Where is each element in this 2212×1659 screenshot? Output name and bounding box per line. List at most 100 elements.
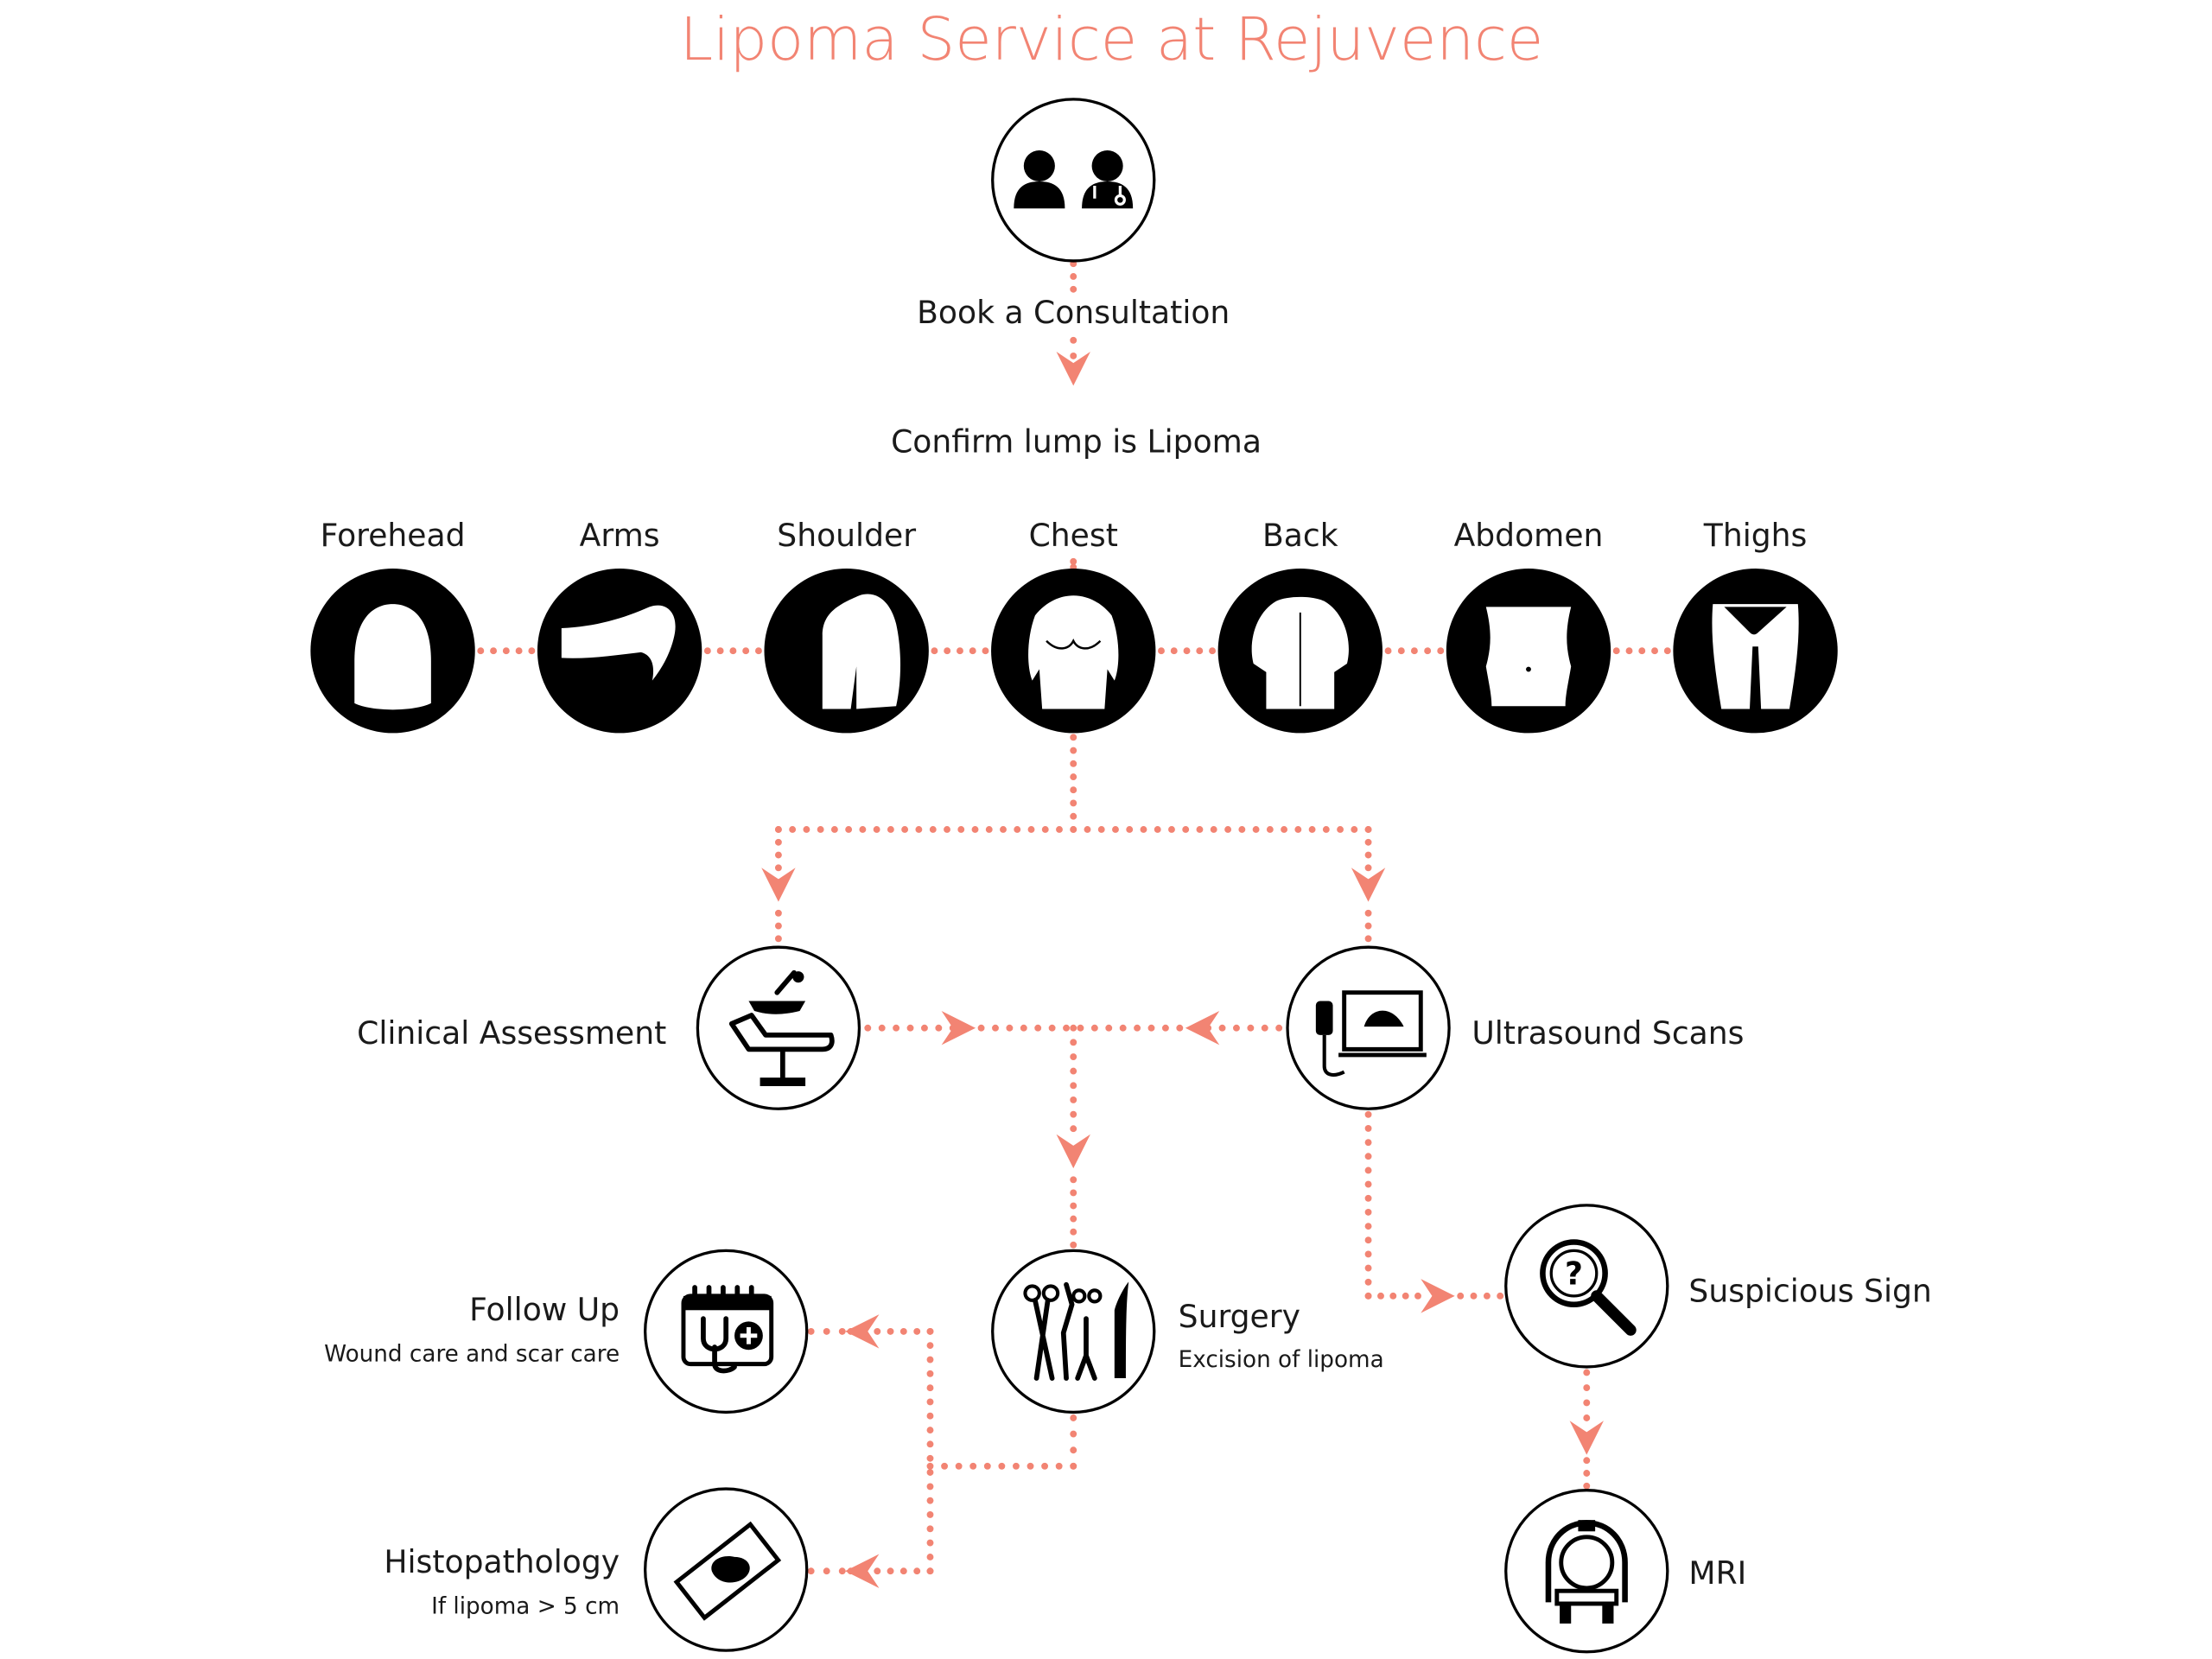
connector-dot [1663,647,1671,655]
surgical-instruments-icon [1023,1281,1129,1381]
connector-dot [1027,826,1035,833]
connector-dot [1364,1124,1372,1132]
connector-dot [515,647,523,655]
connector-dot [906,1024,914,1032]
connector-dot [1158,647,1165,655]
connector-dot [969,647,976,655]
connector-dot [1134,1024,1141,1032]
connector-dot [1070,760,1077,767]
connector-dot [1070,773,1077,781]
connector-dot [926,1469,934,1476]
connector-dot [1384,647,1392,655]
connector-dot [1070,336,1077,344]
connector-dot [1161,1024,1169,1032]
connector-dot [1651,647,1658,655]
connector-dot [944,826,950,833]
connector-dot [774,826,782,833]
forehead-icon [310,569,475,734]
arrowhead [1056,351,1090,386]
connector-dot [926,1398,934,1406]
connector-dot [1182,826,1190,833]
connector-dot [1364,1264,1372,1272]
patient-doctor-icon [1014,149,1134,209]
connector-dot [774,922,782,930]
connector-dot [878,1024,886,1032]
connector-dot [477,647,485,655]
connector-dot [926,1356,934,1363]
connector-dot [1070,1096,1077,1103]
connector-dot [1055,1462,1063,1470]
connector-dot [1070,352,1077,359]
connector-dot [926,1342,934,1350]
connector-dot [893,1024,900,1032]
connector-dot [1070,1039,1077,1046]
connector-dot [1070,812,1077,820]
connector-dot [899,1327,907,1335]
connector-dot [1364,1194,1372,1202]
connector-dot [985,826,993,833]
connector-dot [1176,1024,1184,1032]
connector-dot [1583,1414,1591,1421]
connector-dot [1218,1024,1226,1032]
connector-dot [926,1554,934,1560]
connector-dot [982,647,989,655]
connector-dot [926,1567,934,1575]
connector-dot [789,826,797,833]
connector-dot [859,826,867,833]
connector-dot [803,826,810,833]
connector-dot [926,1483,934,1491]
connector-dot [1583,1482,1591,1490]
ultrasound-machine-icon [1315,990,1427,1077]
connector-dot [1364,1223,1372,1230]
connector-dot [926,1462,934,1470]
connector-dot [983,1462,991,1470]
connector-dot [1070,1024,1077,1032]
connector-dot [1070,1189,1077,1197]
connector-dot [1364,1292,1372,1300]
clinical-assessment-node [696,945,861,1110]
connector-dot [1402,1292,1409,1300]
connector-dot [926,1525,934,1533]
connector-dot [490,647,498,655]
connector-dot [955,1462,963,1470]
connector-dot [1070,1053,1077,1060]
arrowhead [845,1314,880,1349]
connector-dot [926,1440,934,1448]
surgery-sublabel: Excision of lipoma [1179,1347,1384,1373]
connector-dot [1070,273,1077,280]
connector-dot [1196,826,1204,833]
connector-dot [1020,1024,1027,1032]
connector-dot [1070,1241,1077,1249]
connector-dot [807,1327,815,1335]
histopathology-sublabel: If lipoma > 5 cm [431,1593,620,1619]
connector-dot [887,1327,894,1335]
connector-dot [1364,851,1372,859]
connector-dot [926,1539,934,1547]
arrowhead [1185,1011,1220,1046]
body-area-label: Thighs [1703,517,1808,554]
magnifier-question-icon: ? [1540,1239,1637,1336]
connector-dot [1070,826,1077,833]
follow-up-label: Follow Up [469,1291,620,1328]
histopathology-node [644,1487,809,1652]
connector-dot [1170,647,1178,655]
connector-dot [1224,826,1232,833]
mri-scanner-icon [1545,1520,1628,1624]
connector-dot [1154,826,1161,833]
mri-label: MRI [1688,1554,1746,1592]
connector-dot [926,1454,934,1462]
consultation-label: Book a Consultation [917,294,1230,331]
connector-dot [1275,1024,1283,1032]
connector-dot [1070,1215,1077,1223]
connector-dot [754,647,762,655]
connector-dot [1364,1278,1372,1286]
connector-dot [528,647,536,655]
connector-dot [1041,826,1049,833]
connector-dot [1070,734,1077,741]
connector-dot [1364,826,1372,833]
connector-dot [1070,1446,1077,1454]
connector-dot [1070,1228,1077,1236]
connector-dot [920,1024,928,1032]
connector-dot [1014,826,1021,833]
